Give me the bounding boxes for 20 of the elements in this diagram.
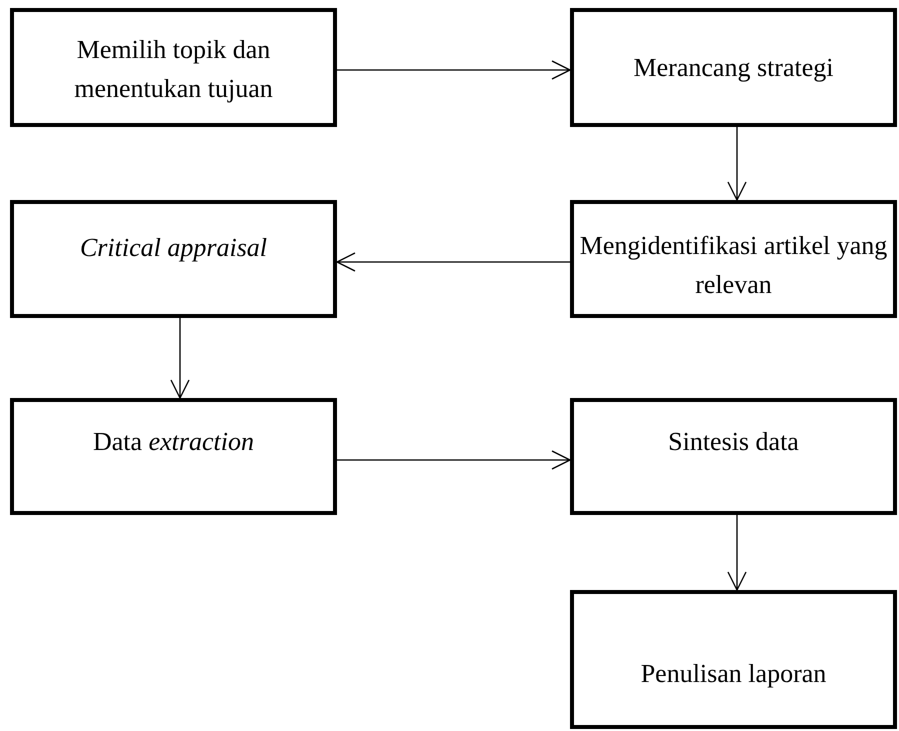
arrow: [727, 127, 747, 201]
process-box: [10, 398, 337, 515]
process-box: [570, 398, 897, 515]
step-label: Merancang strategi: [634, 52, 834, 84]
arrow: [337, 450, 571, 470]
arrow: [337, 60, 571, 80]
process-box: [570, 590, 897, 729]
process-box: [10, 8, 337, 127]
step-label: Data extraction: [92, 426, 254, 458]
step-label: Penulisan laporan: [640, 658, 826, 690]
step-label: Critical appraisal: [80, 232, 268, 264]
arrow: [727, 515, 747, 591]
step-label: Mengidentifikasi artikel yang relevan: [578, 230, 888, 301]
step-label: Sintesis data: [668, 426, 799, 458]
process-box: [570, 8, 897, 127]
step-label: Memilih topik dan menentukan tujuan: [73, 34, 274, 105]
arrow: [170, 318, 190, 399]
process-box: [10, 200, 337, 318]
arrow: [336, 252, 570, 272]
process-box: [570, 200, 897, 318]
